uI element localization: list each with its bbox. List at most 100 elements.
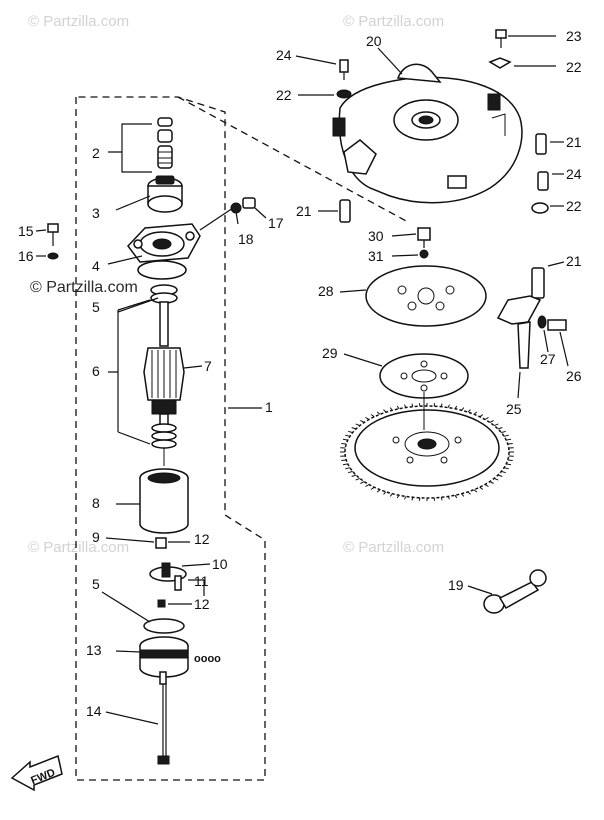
callout: 2 xyxy=(92,145,100,161)
gear-tooth xyxy=(351,474,357,477)
gear-tooth xyxy=(389,407,393,411)
gear-tooth xyxy=(484,484,489,488)
part-cover-bolts xyxy=(295,29,564,223)
gear-tooth xyxy=(494,423,499,427)
callout: 26 xyxy=(566,368,582,384)
callout: 17 xyxy=(268,215,284,231)
callout: 20 xyxy=(366,33,382,49)
callout: 31 xyxy=(368,248,384,264)
gear-tooth xyxy=(418,403,421,407)
gear-tooth xyxy=(507,443,513,445)
gear-tooth xyxy=(411,403,414,407)
part-armature xyxy=(108,299,203,445)
watermark-prominent: © Partzilla.com xyxy=(30,279,138,296)
callout: 24 xyxy=(276,47,292,63)
part-pinion-set xyxy=(108,117,173,173)
gear-tooth xyxy=(365,416,370,420)
gear-tooth xyxy=(484,416,489,420)
gear-tooth xyxy=(489,481,494,484)
gear-tooth xyxy=(433,497,436,501)
gear-tooth xyxy=(389,493,393,497)
gear-tooth xyxy=(348,470,353,474)
alignment-line xyxy=(177,96,409,223)
callout: 5 xyxy=(92,299,100,315)
gear-tooth xyxy=(383,409,387,413)
gear-tooth xyxy=(467,491,471,495)
part-washer-lower xyxy=(101,591,185,634)
gear-tooth xyxy=(345,434,351,437)
callout: 13 xyxy=(86,642,102,658)
part-bolt-upper xyxy=(230,197,267,225)
gear-tooth xyxy=(342,463,348,466)
part-washers-bottom xyxy=(151,423,177,466)
callout: 23 xyxy=(566,28,582,44)
callout: 7 xyxy=(204,358,212,374)
gear-tooth xyxy=(341,459,347,461)
watermark: © Partzilla.com xyxy=(343,13,444,30)
callout: 22 xyxy=(566,59,582,75)
gear-tooth xyxy=(360,420,365,423)
gear-tooth xyxy=(370,486,375,490)
watermark: © Partzilla.com xyxy=(28,539,129,556)
gear-tooth xyxy=(342,438,348,441)
gear-tooth xyxy=(370,414,375,418)
callout: 28 xyxy=(318,283,334,299)
part-yoke xyxy=(116,468,189,534)
callout: 3 xyxy=(92,205,100,221)
gear-tooth xyxy=(440,497,443,501)
callout: 15 xyxy=(18,223,34,239)
gear-tooth xyxy=(348,430,353,434)
gear-tooth xyxy=(376,411,381,415)
part-lever xyxy=(467,569,547,614)
callout: 19 xyxy=(448,577,464,593)
callout: 29 xyxy=(322,345,338,361)
gear-tooth xyxy=(355,423,360,427)
gear-tooth xyxy=(461,493,465,497)
callout: 9 xyxy=(92,529,100,545)
gear-tooth xyxy=(501,430,506,434)
gear-tooth xyxy=(440,403,443,407)
gear-tooth xyxy=(365,484,370,488)
gear-tooth xyxy=(454,494,458,499)
gear-tooth xyxy=(418,497,421,501)
gear-tooth xyxy=(479,414,484,418)
gear-tooth xyxy=(383,491,387,495)
gear-tooth xyxy=(473,489,478,493)
part-brush-holder xyxy=(105,537,211,608)
gear-tooth xyxy=(360,481,365,484)
gear-tooth xyxy=(396,494,400,499)
callout: 5 xyxy=(92,576,100,592)
gear-tooth xyxy=(497,474,503,477)
callout: 18 xyxy=(238,231,254,247)
part-bracket xyxy=(496,261,569,399)
callout: 12 xyxy=(194,531,210,547)
gear-tooth xyxy=(494,477,499,481)
callout: 14 xyxy=(86,703,102,719)
gear-tooth xyxy=(454,405,458,410)
part-plate xyxy=(339,265,487,327)
gear-tooth xyxy=(404,404,407,408)
callout: 22 xyxy=(566,198,582,214)
gear-tooth xyxy=(507,459,513,461)
callout: 8 xyxy=(92,495,100,511)
callout: 6 xyxy=(92,363,100,379)
gear-tooth xyxy=(447,404,450,408)
callout: 25 xyxy=(506,401,522,417)
watermarks: © Partzilla.com © Partzilla.com © Partzi… xyxy=(28,13,444,556)
gear-tooth xyxy=(411,497,414,501)
watermark: © Partzilla.com xyxy=(343,539,444,556)
part-end-cover: oooo xyxy=(115,636,221,678)
callout: 21 xyxy=(566,134,582,150)
callout: 12 xyxy=(194,596,210,612)
gear-tooth xyxy=(467,409,471,413)
gear-tooth xyxy=(479,486,484,490)
part-flywheel-cover xyxy=(332,47,523,204)
callout: 11 xyxy=(194,573,209,589)
callout: 21 xyxy=(566,253,582,269)
callout: 22 xyxy=(276,87,292,103)
gear-tooth xyxy=(341,443,347,445)
callout: 1 xyxy=(265,399,273,415)
gear-tooth xyxy=(396,405,400,410)
callout: 16 xyxy=(18,248,34,264)
gear-tooth xyxy=(345,467,351,470)
